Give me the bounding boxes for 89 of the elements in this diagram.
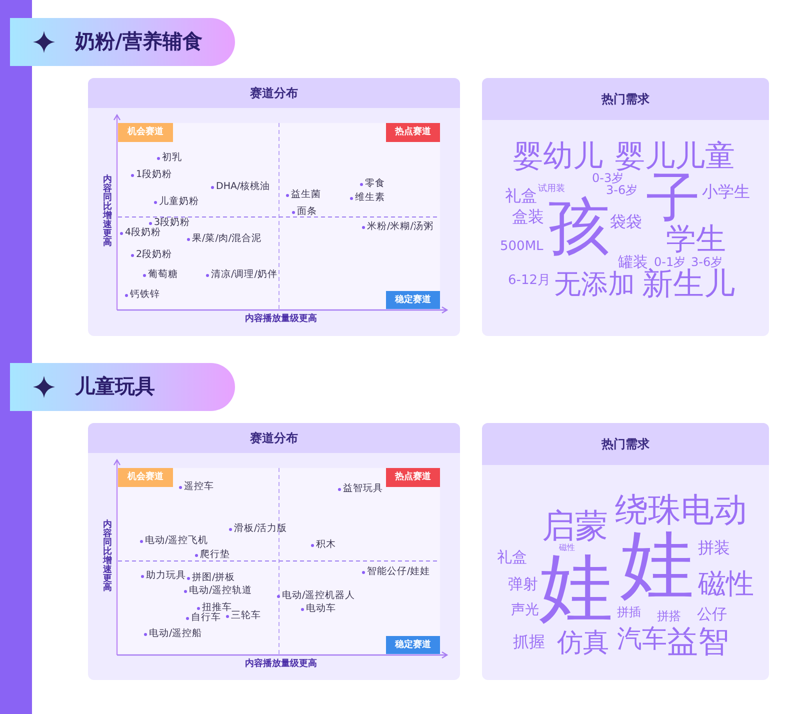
side-bar bbox=[0, 0, 32, 714]
card-title-bar: 热门需求 bbox=[482, 423, 769, 465]
cloud-word: 小学生 bbox=[702, 184, 750, 200]
point-label: 1段奶粉 bbox=[136, 170, 172, 180]
point-label: 零食 bbox=[365, 179, 385, 188]
cloud-word: 绕珠电动 bbox=[615, 492, 747, 526]
point-label: 初乳 bbox=[162, 153, 182, 162]
point-label: 葡萄糖 bbox=[148, 270, 178, 280]
cloud-word: 婴儿儿童 bbox=[615, 142, 735, 172]
quadrant-badge: 热点赛道 bbox=[386, 123, 440, 142]
cloud-word: 学生 bbox=[666, 225, 726, 255]
cloud-word: 公仔 bbox=[697, 606, 727, 622]
card-title-bar: 热门需求 bbox=[482, 78, 769, 120]
cloud-word: 礼盒 bbox=[505, 188, 537, 204]
section-title: 儿童玩具 bbox=[75, 376, 155, 396]
card-title-bar: 赛道分布 bbox=[88, 423, 460, 453]
point-label: 遥控车 bbox=[184, 482, 214, 492]
point-label: 面条 bbox=[297, 207, 317, 216]
cloud-word: 袋袋 bbox=[610, 214, 642, 230]
cloud-word: 汽车 bbox=[617, 626, 667, 650]
point-label: 儿童奶粉 bbox=[159, 197, 199, 206]
cloud-word: 声光 bbox=[511, 603, 539, 617]
cloud-word: 试用装 bbox=[538, 184, 565, 194]
cloud-word: 500ML bbox=[500, 240, 544, 252]
point-label: 益生菌 bbox=[291, 190, 321, 200]
quadrant-badge: 稳定赛道 bbox=[386, 636, 440, 654]
cloud-word: 罐装 bbox=[618, 254, 648, 270]
quadrant-badge: 机会赛道 bbox=[118, 468, 173, 487]
point-label: 滑板/活力版 bbox=[234, 524, 288, 534]
cloud-word: 娃 bbox=[539, 551, 613, 625]
card-title-bar: 赛道分布 bbox=[88, 78, 460, 108]
point-label: 扭推车 bbox=[202, 603, 232, 612]
quadrant-badge: 热点赛道 bbox=[386, 468, 440, 487]
cloud-word: 拼插 bbox=[617, 606, 641, 618]
cloud-word: 盒装 bbox=[512, 209, 544, 225]
point-label: 智能公仔/娃娃 bbox=[367, 567, 430, 576]
point-label: 拼图/拼板 bbox=[192, 573, 236, 582]
quadrant-badge: 机会赛道 bbox=[118, 123, 173, 142]
point-label: 钙铁锌 bbox=[130, 290, 160, 300]
point-label: 益智玩具 bbox=[343, 484, 383, 494]
word-cloud-card bbox=[482, 78, 769, 336]
point-label: 电动/遥控船 bbox=[149, 629, 202, 638]
cloud-word: 0-3岁 bbox=[592, 172, 624, 184]
cloud-word: 婴幼儿 bbox=[513, 142, 603, 172]
point-label: 米粉/米糊/汤粥 bbox=[367, 222, 434, 232]
cloud-word: 无添加 bbox=[554, 270, 635, 298]
point-label: 三轮车 bbox=[231, 611, 261, 620]
cloud-word: 孩 bbox=[548, 196, 610, 258]
cloud-word: 仿真 bbox=[557, 630, 609, 656]
point-label: 电动/遥控机器人 bbox=[282, 591, 356, 600]
cloud-word: 3-6岁 bbox=[691, 256, 723, 268]
cloud-word: 磁性 bbox=[698, 570, 754, 598]
cloud-word: 6-12月 bbox=[508, 274, 551, 286]
cloud-word: 0-1岁 bbox=[654, 256, 686, 268]
axis-label: 内容同比增速更高 bbox=[103, 176, 113, 248]
point-label: 助力玩具 bbox=[146, 571, 186, 580]
section-header-band bbox=[10, 18, 235, 66]
quadrant-badge: 稳定赛道 bbox=[386, 291, 440, 309]
point-label: 3段奶粉 bbox=[154, 218, 190, 228]
cloud-word: 益智 bbox=[667, 626, 729, 658]
cloud-word: 3-6岁 bbox=[606, 184, 638, 196]
point-label: 4段奶粉 bbox=[125, 228, 162, 238]
point-label: DHA/核桃油 bbox=[216, 182, 270, 192]
axis-label: 内容播放量级更高 bbox=[245, 315, 317, 324]
cloud-word: 拼装 bbox=[698, 540, 730, 556]
point-label: 2段奶粉 bbox=[136, 250, 172, 260]
axis-label: 内容同比增速更高 bbox=[103, 521, 113, 593]
section-title: 奶粉/营养辅食 bbox=[75, 31, 202, 51]
point-label: 维生素 bbox=[355, 193, 385, 202]
word-cloud-card bbox=[482, 423, 769, 680]
cloud-word: 启蒙 bbox=[542, 508, 608, 542]
point-label: 果/菜/肉/混合泥 bbox=[192, 234, 262, 244]
cloud-word: 礼盒 bbox=[497, 550, 527, 564]
cloud-word: 新生儿 bbox=[642, 268, 735, 300]
cloud-word: 拼搭 bbox=[657, 610, 681, 622]
cloud-word: 子 bbox=[646, 171, 700, 225]
point-label: 清凉/调理/奶伴 bbox=[211, 270, 278, 280]
axis-label: 内容播放量级更高 bbox=[245, 660, 317, 669]
point-label: 电动车 bbox=[306, 604, 336, 614]
point-label: 电动/遥控轨道 bbox=[189, 586, 252, 596]
point-label: 自行车 bbox=[191, 613, 221, 622]
point-label: 积木 bbox=[316, 540, 336, 550]
section-header-band bbox=[10, 363, 235, 411]
cloud-word: 磁性 bbox=[559, 544, 575, 552]
cloud-word: 弹射 bbox=[508, 576, 538, 592]
cloud-word: 娃 bbox=[620, 528, 694, 602]
point-label: 电动/遥控飞机 bbox=[145, 536, 208, 546]
point-label: 爬行垫 bbox=[200, 550, 230, 560]
cloud-word: 抓握 bbox=[513, 634, 545, 650]
